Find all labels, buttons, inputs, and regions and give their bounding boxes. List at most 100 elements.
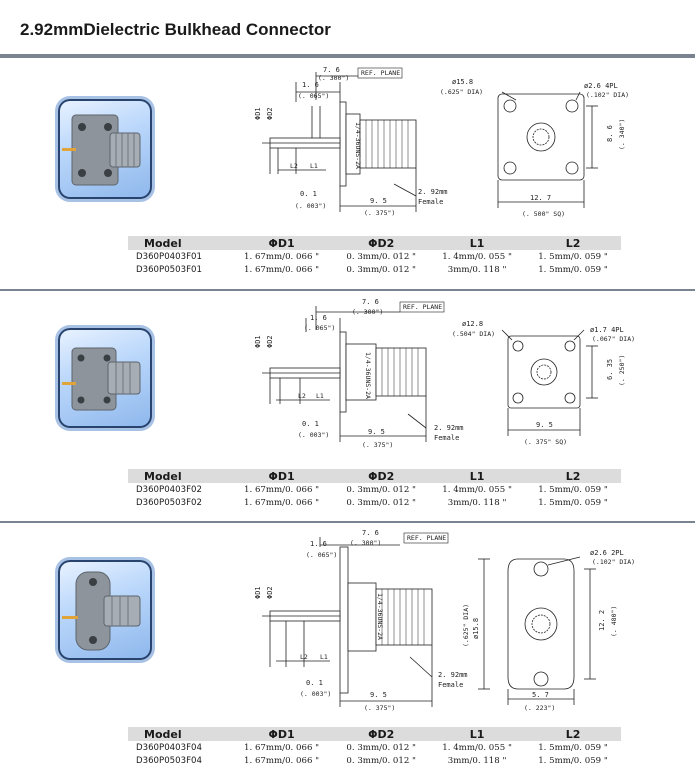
front-dia: ø12.8	[462, 320, 483, 328]
cell-d1: 1. 67mm/0. 066 "	[244, 755, 320, 766]
col-l1: L1	[429, 727, 526, 741]
cell-l2: 1. 5mm/0. 059 "	[538, 264, 608, 275]
front-height-inch: (. 480")	[610, 606, 618, 637]
spec-table: Model ΦD1 ΦD2 L1 L2 D360P0403F02 1. 67mm…	[128, 469, 621, 509]
cell-d2: 0. 3mm/0. 012 "	[346, 264, 417, 275]
note-292mm: 2. 92mm	[434, 424, 464, 432]
dim-7-6: 7. 6	[362, 529, 379, 537]
front-dia: ø15.8	[472, 618, 480, 639]
l2-label: L2	[290, 162, 298, 170]
l1-label: L1	[316, 392, 324, 400]
dim-7-6: 7. 6	[323, 66, 340, 74]
dim-1-6-inch: (. 065")	[304, 324, 335, 332]
title-divider	[0, 54, 695, 56]
front-width-inch: (. 223")	[524, 704, 555, 712]
page-title: 2.92mmDielectric Bulkhead Connector	[20, 20, 331, 39]
col-l1: L1	[429, 236, 526, 250]
cell-d1: 1. 67mm/0. 066 "	[244, 251, 320, 262]
dim-1-6: 1. 6	[310, 314, 327, 322]
dim-1-6: 1. 6	[302, 81, 319, 89]
cell-model: D360P0403F04	[136, 742, 202, 753]
front-dia-inch: (.625" DIA)	[462, 604, 470, 647]
l1-label: L1	[320, 653, 328, 661]
cell-l1: 1. 4mm/0. 055 "	[442, 251, 512, 262]
d2-label: ΦD2	[266, 107, 274, 120]
cell-d1: 1. 67mm/0. 066 "	[244, 264, 320, 275]
ref-plane-label: REF. PLANE	[361, 69, 400, 77]
thread-label: 1/4-36UNS-2A	[376, 593, 384, 640]
cell-model: D360P0403F02	[136, 484, 202, 495]
section-divider	[0, 56, 695, 58]
cell-d2: 0. 3mm/0. 012 "	[346, 251, 417, 262]
dim-0-1: 0. 1	[306, 679, 323, 687]
col-l2: L2	[525, 469, 621, 483]
dim-7-6-inch: (. 300")	[352, 308, 383, 316]
d2-label: ΦD2	[266, 335, 274, 348]
cell-d2: 0. 3mm/0. 012 "	[346, 742, 417, 753]
side-view	[262, 306, 427, 442]
section-divider	[0, 289, 695, 291]
cell-d2: 0. 3mm/0. 012 "	[346, 755, 417, 766]
dim-9-5-inch: (. 375")	[362, 441, 393, 449]
cell-d1: 1. 67mm/0. 066 "	[244, 742, 320, 753]
cell-d2: 0. 3mm/0. 012 "	[346, 484, 417, 495]
cell-model: D360P0503F01	[136, 264, 202, 275]
thread-label: 1/4-36UNS-2A	[354, 122, 362, 169]
cell-model: D360P0503F04	[136, 755, 202, 766]
dim-7-6-inch: (. 300")	[318, 74, 349, 82]
front-holes-inch: (.102" DIA)	[586, 91, 629, 99]
front-width: 9. 5	[536, 421, 553, 429]
cell-l1: 1. 4mm/0. 055 "	[442, 742, 512, 753]
cell-l2: 1. 5mm/0. 059 "	[538, 484, 608, 495]
cell-d2: 0. 3mm/0. 012 "	[346, 497, 417, 508]
front-holes: ø1.7 4PL	[590, 326, 624, 334]
dim-0-1-inch: (. 003")	[298, 431, 329, 439]
col-d1: ΦD1	[229, 469, 334, 483]
front-width-inch: (. 375" SQ)	[524, 438, 567, 446]
front-width-inch: (. 500" SQ)	[522, 210, 565, 218]
cell-d1: 1. 67mm/0. 066 "	[244, 497, 320, 508]
d2-label: ΦD2	[266, 586, 274, 599]
front-holes-inch: (.102" DIA)	[592, 558, 635, 566]
col-d2: ΦD2	[333, 469, 430, 483]
dim-7-6: 7. 6	[362, 298, 379, 306]
front-view	[497, 91, 598, 208]
technical-drawing: 7. 6 (. 300") REF. PLANE 1. 6 (. 065") Φ…	[240, 62, 685, 227]
cell-l1: 3mm/0. 118 "	[447, 755, 507, 766]
connector-photo-4hole-small	[58, 328, 152, 428]
dim-9-5: 9. 5	[370, 197, 387, 205]
dim-1-6: 1. 6	[310, 540, 327, 548]
dim-9-5: 9. 5	[368, 428, 385, 436]
d1-label: ΦD1	[254, 586, 262, 599]
col-model: Model	[128, 469, 230, 483]
dim-0-1-inch: (. 003")	[295, 202, 326, 210]
col-l2: L2	[525, 727, 621, 741]
technical-drawing: 7. 6 (. 300") REF. PLANE 1. 6 (. 065") Φ…	[240, 296, 685, 461]
l1-label: L1	[310, 162, 318, 170]
d1-label: ΦD1	[254, 107, 262, 120]
front-dia: ø15.8	[452, 78, 473, 86]
note-292mm: 2. 92mm	[438, 671, 468, 679]
col-model: Model	[128, 236, 230, 250]
cell-l2: 1. 5mm/0. 059 "	[538, 742, 608, 753]
technical-drawing: 7. 6 (. 300") REF. PLANE 1. 6 (. 065") Φ…	[240, 527, 685, 717]
col-l1: L1	[429, 469, 526, 483]
front-dia-inch: (.504" DIA)	[452, 330, 495, 338]
note-female: Female	[418, 198, 443, 206]
ref-plane-label: REF. PLANE	[407, 534, 446, 542]
dim-0-1-inch: (. 003")	[300, 690, 331, 698]
col-d1: ΦD1	[229, 236, 334, 250]
cell-l1: 1. 4mm/0. 055 "	[442, 484, 512, 495]
cell-l2: 1. 5mm/0. 059 "	[538, 755, 608, 766]
section-divider	[0, 521, 695, 523]
cell-l2: 1. 5mm/0. 059 "	[538, 251, 608, 262]
connector-photo-4hole	[58, 99, 152, 199]
front-dia-inch: (.625" DIA)	[440, 88, 483, 96]
cell-l1: 3mm/0. 118 "	[447, 264, 507, 275]
l2-label: L2	[298, 392, 306, 400]
dim-1-6-inch: (. 065")	[306, 551, 337, 559]
dim-9-5-inch: (. 375")	[364, 209, 395, 217]
cell-l2: 1. 5mm/0. 059 "	[538, 497, 608, 508]
cell-model: D360P0403F01	[136, 251, 202, 262]
thread-label: 1/4-36UNS-2A	[364, 352, 372, 399]
